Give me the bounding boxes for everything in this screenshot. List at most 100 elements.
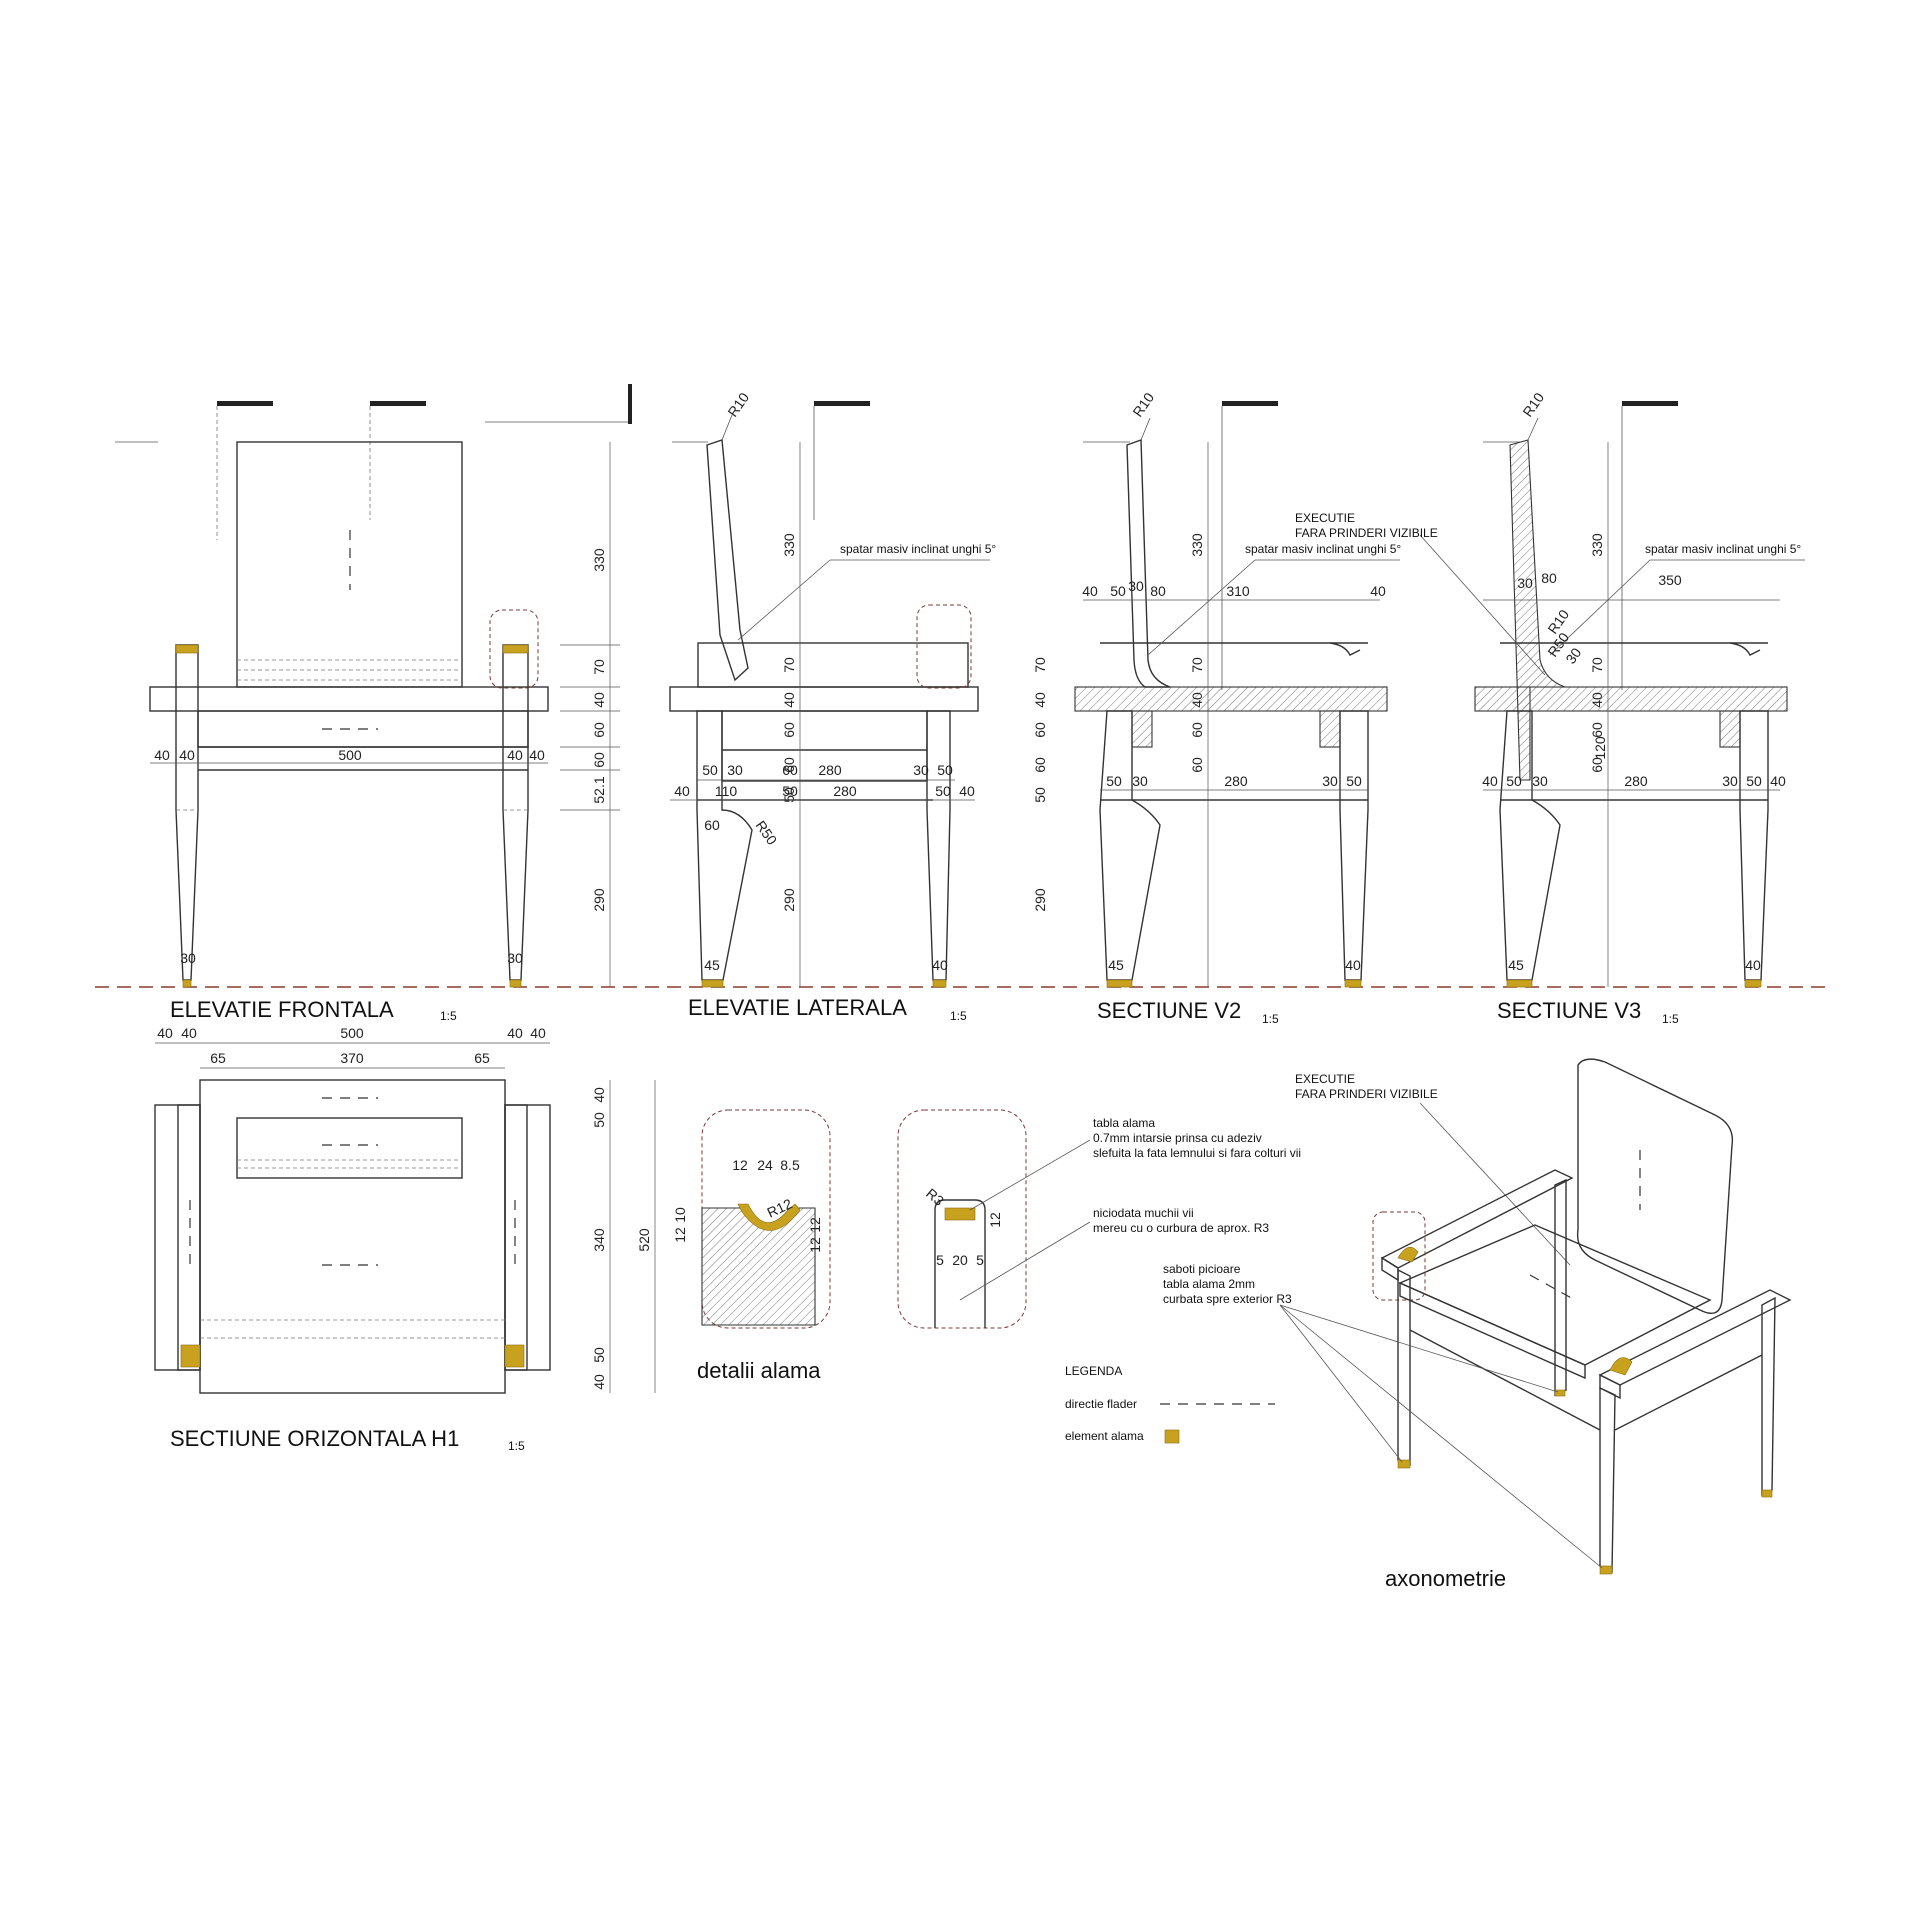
axo-stretcher xyxy=(1614,1354,1763,1431)
dim-12: 12 xyxy=(732,1157,748,1173)
note-leader xyxy=(737,559,831,641)
note-leader xyxy=(1279,1304,1559,1393)
section-marker xyxy=(217,401,273,406)
dim-30: 30 xyxy=(1532,773,1548,789)
radius-leader xyxy=(1527,417,1539,441)
section-marker xyxy=(1222,401,1278,406)
dim-5: 5 xyxy=(936,1252,944,1268)
backrest-note: spatar masiv inclinat unghi 5° xyxy=(840,542,996,556)
dim-330: 330 xyxy=(1589,533,1605,557)
dim-50: 50 xyxy=(937,762,953,778)
dim-40: 40 xyxy=(1370,583,1386,599)
section-h1: 40 40 500 40 40 65 370 65 40 50 340 50 4… xyxy=(154,1025,656,1453)
brass-foot-cap xyxy=(1554,1389,1566,1397)
brass-foot-cap xyxy=(182,979,192,988)
axo-backrest xyxy=(1576,1058,1734,1314)
backrest-note: spatar masiv inclinat unghi 5° xyxy=(1645,542,1801,556)
brass-arm-inlay xyxy=(1397,1246,1419,1263)
dim-40: 40 xyxy=(1589,692,1605,708)
dim-45: 45 xyxy=(1508,957,1524,973)
section-v2-title: SECTIUNE V2 xyxy=(1097,998,1241,1023)
axo-left-arm-end xyxy=(1381,1256,1399,1282)
grain-direction xyxy=(1529,1274,1576,1301)
note-leader xyxy=(1279,1304,1603,1569)
dim-60: 60 xyxy=(1032,722,1048,738)
dim-290: 290 xyxy=(1032,888,1048,912)
brass-strip-inlay xyxy=(944,1207,976,1221)
detail-callout xyxy=(916,604,972,689)
brass-sheet-note-2: 0.7mm intarsie prinsa cu adeziv xyxy=(1093,1131,1262,1145)
dim-330: 330 xyxy=(591,548,607,572)
brass-foot-cap xyxy=(1397,1459,1411,1469)
dim-60: 60 xyxy=(591,752,607,768)
execution-leader xyxy=(1419,534,1546,676)
radius-r50: R50 xyxy=(753,818,781,848)
dim-500: 500 xyxy=(340,1025,364,1041)
dim-30: 30 xyxy=(1322,773,1338,789)
dim-40: 40 xyxy=(591,1374,607,1390)
dim-24: 24 xyxy=(757,1157,773,1173)
brass-leg-section xyxy=(504,1344,525,1368)
brass-profile-inlay xyxy=(737,1203,801,1231)
note-leader xyxy=(1279,1304,1403,1463)
dim-50: 50 xyxy=(935,783,951,799)
brass-foot-cap xyxy=(1761,1489,1773,1498)
dim-40: 40 xyxy=(154,747,170,763)
dim-60: 60 xyxy=(781,722,797,738)
dim-40: 40 xyxy=(529,747,545,763)
v2-apron-cut xyxy=(1131,710,1153,748)
legend-grain-label: directie flader xyxy=(1065,1397,1137,1411)
dim-520: 520 xyxy=(636,1228,652,1252)
brass-details: 12 24 8.5 R12 12 10 12 12 R3 12 5 20 5 t… xyxy=(672,1109,1301,1383)
section-marker xyxy=(370,401,426,406)
dim-40: 40 xyxy=(591,692,607,708)
dim-290: 290 xyxy=(781,888,797,912)
axo-rear-left-leg xyxy=(1554,1178,1567,1397)
dim-40: 40 xyxy=(530,1025,546,1041)
dim-290: 290 xyxy=(591,888,607,912)
brass-inlay xyxy=(502,644,529,654)
side-backrest xyxy=(706,439,749,682)
dim-65: 65 xyxy=(210,1050,226,1066)
dim-40: 40 xyxy=(179,747,195,763)
v3-apron-cut xyxy=(1719,710,1741,748)
dim-60: 60 xyxy=(591,722,607,738)
v2-front-leg xyxy=(1339,710,1369,981)
dim-50: 50 xyxy=(1746,773,1762,789)
brass-foot-cap xyxy=(701,979,724,988)
side-rear-leg xyxy=(696,710,753,981)
edges-note-1: niciodata muchii vii xyxy=(1093,1206,1194,1220)
dim-70: 70 xyxy=(1189,657,1205,673)
front-backrest xyxy=(236,441,463,688)
brass-foot-cap xyxy=(1106,979,1133,988)
side-elevation-title: ELEVATIE LATERALA xyxy=(688,995,907,1020)
front-seat xyxy=(149,686,549,712)
dim-30: 30 xyxy=(1517,575,1533,591)
brass-sheet-note-1: tabla alama xyxy=(1093,1116,1155,1130)
dim-40: 40 xyxy=(507,747,523,763)
dim-500: 500 xyxy=(338,747,362,763)
brass-foot-cap xyxy=(1744,979,1762,988)
detail-frame xyxy=(701,1109,831,1329)
dim-12: 12 xyxy=(807,1217,823,1233)
dim-330: 330 xyxy=(781,533,797,557)
detail-edge-profile xyxy=(934,1199,986,1328)
legend-title: LEGENDA xyxy=(1065,1364,1122,1378)
dim-45: 45 xyxy=(704,957,720,973)
dim-370: 370 xyxy=(340,1050,364,1066)
dim-8-5: 8.5 xyxy=(780,1157,800,1173)
dim-45: 45 xyxy=(1108,957,1124,973)
radius-r10: R10 xyxy=(1519,389,1547,419)
dim-60: 60 xyxy=(1189,757,1205,773)
h1-left-frame xyxy=(177,1104,201,1371)
dim-280: 280 xyxy=(1624,773,1648,789)
dim-60: 60 xyxy=(1189,722,1205,738)
brass-foot-cap xyxy=(932,979,947,988)
axonometry-title: axonometrie xyxy=(1385,1566,1506,1591)
v2-backrest xyxy=(1126,439,1171,688)
dim-30: 30 xyxy=(1722,773,1738,789)
dim-80: 80 xyxy=(1150,583,1166,599)
dim-50: 50 xyxy=(781,787,797,803)
brass-arm-inlay xyxy=(1609,1357,1633,1376)
note-leader xyxy=(959,1221,1091,1301)
